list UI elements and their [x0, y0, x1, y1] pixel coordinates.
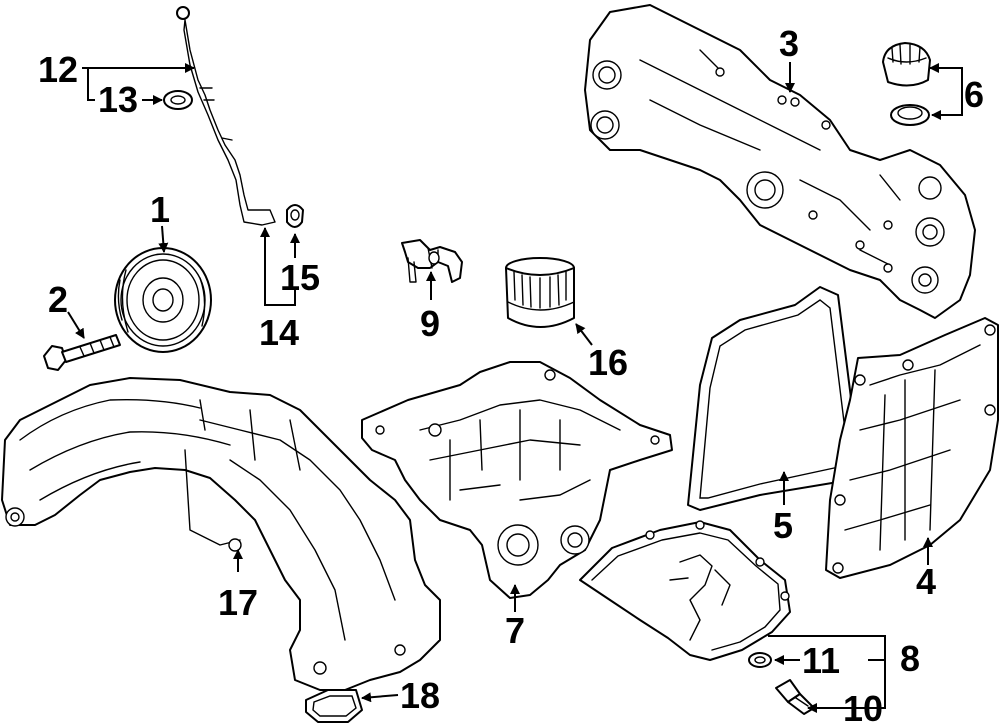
callout-17: 17: [218, 582, 258, 623]
leader-lines: [67, 62, 963, 713]
part-6-oil-filler-cap: [882, 42, 931, 126]
part-11-drain-washer: [748, 652, 772, 668]
part-5-oil-pan-gasket: [687, 286, 859, 511]
callout-16: 16: [588, 342, 628, 383]
part-1-crankshaft-pulley: [114, 247, 212, 353]
callout-7: 7: [505, 610, 525, 651]
callout-3: 3: [779, 23, 799, 64]
part-15-gasket: [286, 204, 304, 228]
part-18-intake-gasket: [305, 689, 363, 723]
callout-1: 1: [150, 189, 170, 230]
callout-12: 12: [38, 49, 78, 90]
part-12-oil-dipstick: [176, 6, 276, 226]
part-3-timing-cover: [584, 4, 976, 319]
part-13-dipstick-o-ring: [163, 90, 193, 110]
part-7-oil-pan-upper: [361, 361, 673, 599]
part-4-cover: [825, 317, 999, 579]
callout-2: 2: [48, 279, 68, 320]
part-17-intake-manifold: [1, 377, 441, 691]
part-9-oil-pressure-sensor: [401, 239, 463, 283]
callout-9: 9: [420, 303, 440, 344]
callout-8: 8: [900, 638, 920, 679]
part-8-oil-pan-lower: [579, 520, 791, 661]
callout-4: 4: [916, 561, 936, 602]
callout-15: 15: [280, 257, 320, 298]
part-2-pulley-bolt: [43, 334, 121, 371]
callout-14: 14: [259, 312, 299, 353]
callout-13: 13: [98, 79, 138, 120]
part-16-oil-filter: [505, 257, 575, 328]
callout-18: 18: [400, 675, 440, 716]
callout-labels: 1 2 3 4 5 6 7 8 9 10 11 12 13 14 15 16 1…: [38, 23, 984, 726]
callout-10: 10: [843, 688, 883, 726]
callout-5: 5: [773, 505, 793, 546]
callout-11: 11: [802, 640, 840, 681]
callout-6: 6: [964, 74, 984, 115]
